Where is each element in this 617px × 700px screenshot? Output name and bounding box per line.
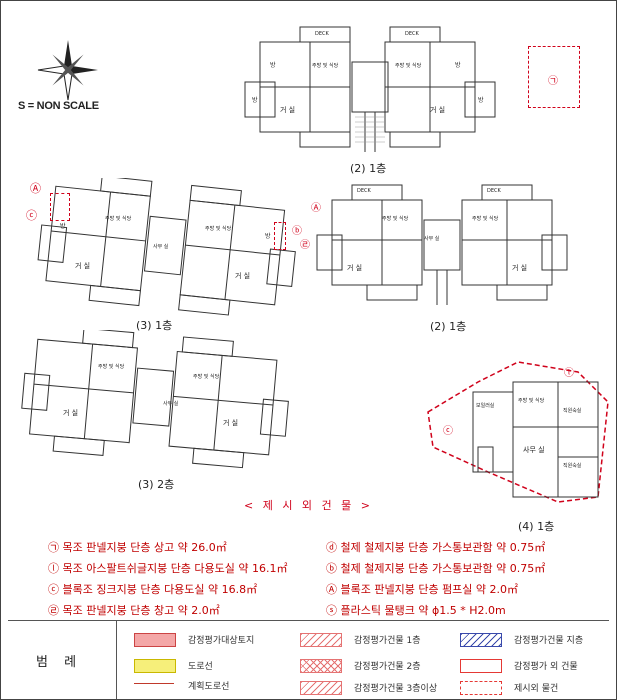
floor-plan-2-1f-right: DECK DECK 거 실 거 실 주방 및 식당 주방 및 식당 사무 실: [312, 180, 572, 310]
deck-label: DECK: [315, 31, 330, 37]
legend-swatch-bldg-1f: [300, 633, 342, 647]
svg-text:보일러실: 보일러실: [476, 402, 495, 409]
svg-text:사무 실: 사무 실: [523, 445, 545, 454]
svg-text:방: 방: [478, 96, 484, 104]
extra-title: < 제 시 외 건 물 >: [243, 499, 373, 512]
extra-item: ⓛ 목조 아스팔트쉬글지붕 단층 다용도실 약 16.1㎡: [48, 562, 288, 575]
svg-text:주방 및 식당: 주방 및 식당: [98, 363, 125, 370]
floor-plan-4-1f: 주방 및 식당 직원숙실 직원숙실 사무 실 보일러실: [418, 352, 613, 512]
svg-text:주방 및 식당: 주방 및 식당: [518, 397, 545, 404]
marker-da: ⓒ: [26, 209, 37, 222]
legend-swatch-bldg-2f: [300, 659, 342, 673]
svg-text:방: 방: [265, 232, 271, 240]
caption-plan3: (2) 1층: [430, 320, 467, 333]
floor-plan-3-1f: 거 실 거 실 주방 및 식당 주방 및 식당 사무 실 방 방: [35, 178, 300, 318]
svg-text:거 실: 거 실: [280, 105, 295, 114]
legend-label: 제시외 물건: [514, 684, 559, 694]
floor-plan-3-2f: 거 실 거 실 주방 및 식당 주방 및 식당 사무 실: [18, 330, 298, 470]
svg-text:DECK: DECK: [357, 188, 372, 194]
legend-label: 감정평가 외 건물: [514, 662, 578, 672]
svg-text:직원숙실: 직원숙실: [563, 407, 582, 414]
compass-rose-icon: [36, 38, 100, 102]
extra-item: ㉠ 목조 판넬지붕 단층 상고 약 26.0㎡: [48, 541, 227, 554]
svg-text:거 실: 거 실: [63, 408, 78, 417]
marker-ma: Ⓐ: [30, 182, 41, 195]
legend-swatch-plan-road: [134, 683, 174, 684]
legend-label: 감정평가건물 지층: [514, 636, 584, 646]
marker-na-right: Ⓐ: [311, 203, 321, 214]
svg-text:주방 및 식당: 주방 및 식당: [205, 225, 232, 232]
svg-text:거 실: 거 실: [223, 418, 238, 427]
extra-item: ⓑ 철제 철제지붕 단층 가스통보관함 약 0.75㎡: [326, 562, 546, 575]
svg-text:주방 및 식당: 주방 및 식당: [395, 62, 422, 69]
legend-swatch-land: [134, 633, 176, 647]
svg-text:방: 방: [252, 96, 258, 104]
legend-swatch-excluded: [460, 659, 502, 673]
svg-text:DECK: DECK: [405, 31, 420, 37]
legend: 범 례 감정평가대상토지 도로선 계획도로선 감정평가건물 1층 감정평가건물 …: [8, 620, 609, 699]
svg-text:사무 실: 사무 실: [424, 235, 440, 242]
extra-item: ⓓ 철제 철제지붕 단층 가스통보관함 약 0.75㎡: [326, 541, 546, 554]
svg-text:주방 및 식당: 주방 및 식당: [193, 373, 220, 380]
caption-plan1: (2) 1층: [350, 162, 387, 175]
scale-note: S = NON SCALE: [18, 100, 99, 112]
svg-text:거 실: 거 실: [75, 261, 90, 270]
svg-text:거 실: 거 실: [235, 271, 250, 280]
legend-label: 감정평가건물 3층이상: [354, 684, 438, 694]
svg-text:주방 및 식당: 주방 및 식당: [472, 215, 499, 222]
legend-label: 감정평가대상토지: [188, 636, 255, 646]
legend-label: 감정평가건물 2층: [354, 662, 421, 672]
svg-text:주방 및 식당: 주방 및 식당: [312, 62, 339, 69]
legend-title: 범 례: [36, 655, 83, 670]
caption-plan2: (3) 1층: [136, 319, 173, 332]
svg-text:직원숙실: 직원숙실: [563, 462, 582, 469]
svg-text:DECK: DECK: [487, 188, 502, 194]
svg-text:방: 방: [270, 61, 276, 69]
caption-plan4: (3) 2층: [138, 478, 175, 491]
legend-swatch-extra: [460, 681, 502, 695]
svg-text:거 실: 거 실: [347, 263, 362, 272]
svg-text:방: 방: [455, 61, 461, 69]
extra-item: ㉣ 목조 판넬지붕 단층 창고 약 2.0㎡: [48, 604, 220, 617]
marker-na: ⓛ: [564, 368, 574, 379]
legend-label: 계획도로선: [188, 682, 230, 692]
extra-item: ⓒ 블록조 징크지붕 단층 다용도실 약 16.8㎡: [48, 583, 258, 596]
dashed-box-ga: [528, 46, 580, 108]
legend-swatch-road: [134, 659, 176, 673]
svg-text:사무 실: 사무 실: [153, 243, 169, 250]
marker-da-right: ⓒ: [443, 426, 453, 437]
floor-plan-2-1f-top: DECK DECK 거 실 거 실 주방 및 식당 주방 및 식당 방 방 방 …: [240, 22, 500, 157]
marker-ga: ㉠: [548, 76, 558, 87]
dashed-box-da: [50, 193, 70, 221]
svg-text:거 실: 거 실: [430, 105, 445, 114]
marker-ba: ⓑ: [292, 226, 302, 237]
dashed-box-ba: [274, 222, 286, 250]
svg-text:방: 방: [60, 222, 66, 230]
legend-label: 도로선: [188, 662, 213, 672]
caption-plan5: (4) 1층: [518, 520, 555, 533]
legend-divider: [116, 621, 117, 699]
svg-text:주방 및 식당: 주방 및 식당: [382, 215, 409, 222]
svg-text:사무 실: 사무 실: [163, 400, 179, 407]
legend-swatch-basement: [460, 633, 502, 647]
marker-ra: ㉣: [300, 240, 310, 251]
svg-text:거 실: 거 실: [512, 263, 527, 272]
legend-label: 감정평가건물 1층: [354, 636, 421, 646]
legend-swatch-bldg-3f: [300, 681, 342, 695]
extra-item: Ⓐ 블록조 판넬지붕 단층 펌프실 약 2.0㎡: [326, 583, 519, 596]
svg-text:주방 및 식당: 주방 및 식당: [105, 215, 132, 222]
extra-item: ⓢ 플라스틱 물탱크 약 ϕ1.5 * H2.0m: [326, 604, 506, 617]
